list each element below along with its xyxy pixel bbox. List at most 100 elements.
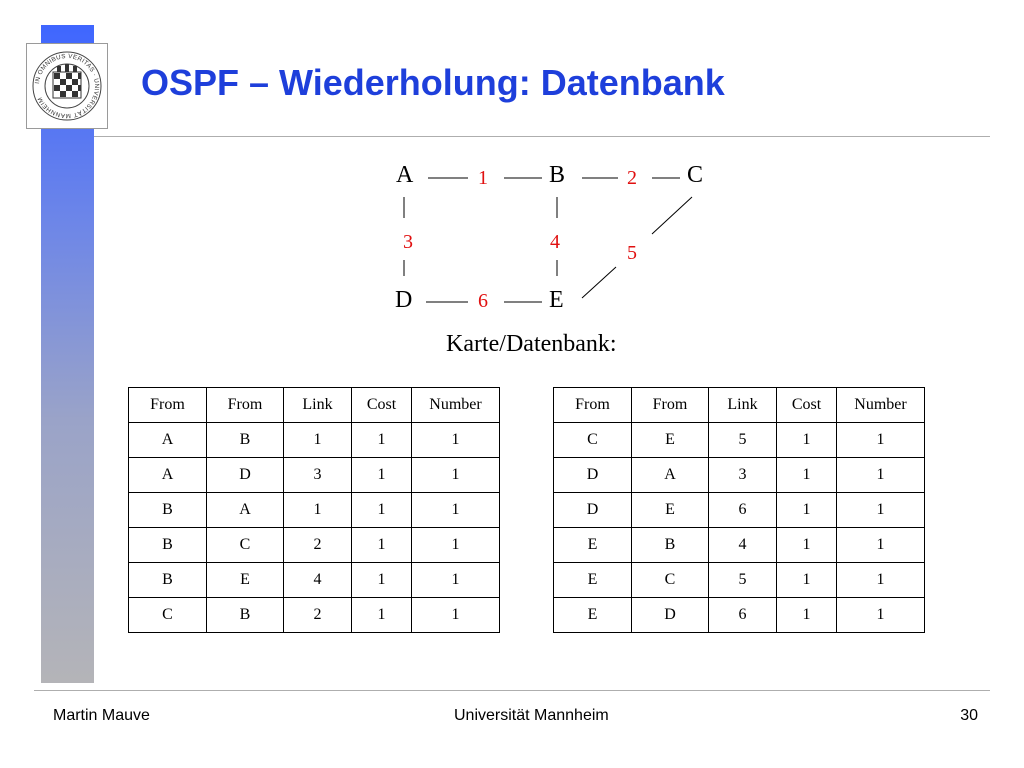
table-cell: 2 [283, 597, 352, 633]
link-label-4: 4 [550, 231, 560, 253]
node-d: D [395, 287, 412, 313]
university-seal-icon: IN OMNIBUS VERITAS · UNIVERSITÄT MANNHEI… [32, 51, 102, 121]
table-cell: C [553, 422, 632, 458]
column-header: Number [836, 387, 925, 423]
table-cell: 1 [283, 422, 352, 458]
edge-c-e-upper [651, 196, 693, 235]
table-cell: 1 [411, 597, 500, 633]
table-row: B E 4 1 1 [128, 562, 500, 598]
link-label-1: 1 [478, 167, 488, 189]
column-header: Link [283, 387, 352, 423]
table-cell: B [206, 422, 284, 458]
table-cell: B [128, 527, 207, 563]
table-cell: C [128, 597, 207, 633]
footer-divider [34, 690, 990, 691]
table-cell: A [206, 492, 284, 528]
table-cell: 1 [836, 527, 925, 563]
table-cell: B [128, 492, 207, 528]
table-row: A B 1 1 1 [128, 422, 500, 458]
table-cell: 1 [776, 492, 837, 528]
table-cell: 1 [283, 492, 352, 528]
table-cell: E [631, 422, 709, 458]
footer-author: Martin Mauve [53, 707, 150, 724]
table-cell: 1 [351, 457, 412, 493]
table-cell: D [553, 492, 632, 528]
node-b: B [549, 162, 565, 188]
table-cell: 6 [708, 492, 777, 528]
table-cell: 1 [351, 492, 412, 528]
table-header-row: From From Link Cost Number [553, 387, 925, 423]
table-cell: A [631, 457, 709, 493]
link-label-3: 3 [403, 231, 413, 253]
link-label-2: 2 [627, 167, 637, 189]
link-state-table-left: From From Link Cost Number A B 1 1 1 A D… [128, 387, 500, 633]
table-cell: 1 [411, 527, 500, 563]
table-cell: E [553, 597, 632, 633]
table-row: A D 3 1 1 [128, 457, 500, 493]
map-database-caption: Karte/Datenbank: [446, 331, 617, 357]
table-cell: E [553, 527, 632, 563]
table-cell: 1 [776, 562, 837, 598]
column-header: Cost [776, 387, 837, 423]
table-cell: 1 [836, 492, 925, 528]
header-divider [94, 136, 990, 137]
table-cell: E [206, 562, 284, 598]
column-header: Link [708, 387, 777, 423]
table-row: E B 4 1 1 [553, 527, 925, 563]
table-row: E D 6 1 1 [553, 597, 925, 633]
table-cell: E [553, 562, 632, 598]
footer-page-number: 30 [960, 707, 978, 724]
table-cell: A [128, 457, 207, 493]
table-cell: 1 [351, 562, 412, 598]
link-label-6: 6 [478, 290, 488, 312]
edge-c-e-lower [581, 266, 617, 299]
table-cell: 3 [708, 457, 777, 493]
slide-title: OSPF – Wiederholung: Datenbank [141, 62, 725, 103]
table-cell: A [128, 422, 207, 458]
table-cell: 6 [708, 597, 777, 633]
table-cell: 4 [283, 562, 352, 598]
table-cell: C [631, 562, 709, 598]
footer-institution: Universität Mannheim [454, 707, 609, 724]
table-row: E C 5 1 1 [553, 562, 925, 598]
table-cell: 1 [411, 457, 500, 493]
table-cell: 1 [836, 422, 925, 458]
node-e: E [549, 287, 564, 313]
table-cell: 1 [351, 422, 412, 458]
table-row: B A 1 1 1 [128, 492, 500, 528]
table-cell: C [206, 527, 284, 563]
university-logo: IN OMNIBUS VERITAS · UNIVERSITÄT MANNHEI… [26, 43, 108, 129]
table-cell: E [631, 492, 709, 528]
table-cell: B [631, 527, 709, 563]
table-cell: B [128, 562, 207, 598]
column-header: From [206, 387, 284, 423]
table-cell: 2 [283, 527, 352, 563]
table-row: C B 2 1 1 [128, 597, 500, 633]
table-cell: D [206, 457, 284, 493]
table-cell: 1 [836, 457, 925, 493]
table-cell: 3 [283, 457, 352, 493]
column-header: From [631, 387, 709, 423]
table-cell: 5 [708, 422, 777, 458]
table-cell: 1 [351, 527, 412, 563]
table-cell: D [553, 457, 632, 493]
table-cell: 4 [708, 527, 777, 563]
link-label-5: 5 [627, 242, 637, 264]
table-cell: 1 [411, 422, 500, 458]
table-row: D A 3 1 1 [553, 457, 925, 493]
table-row: C E 5 1 1 [553, 422, 925, 458]
table-cell: 1 [351, 597, 412, 633]
table-cell: 1 [836, 597, 925, 633]
column-header: From [128, 387, 207, 423]
table-cell: D [631, 597, 709, 633]
table-cell: 1 [836, 562, 925, 598]
column-header: Number [411, 387, 500, 423]
node-c: C [687, 162, 703, 188]
table-cell: B [206, 597, 284, 633]
table-header-row: From From Link Cost Number [128, 387, 500, 423]
table-row: D E 6 1 1 [553, 492, 925, 528]
table-cell: 1 [776, 597, 837, 633]
link-state-table-right: From From Link Cost Number C E 5 1 1 D A… [553, 387, 925, 633]
table-cell: 5 [708, 562, 777, 598]
